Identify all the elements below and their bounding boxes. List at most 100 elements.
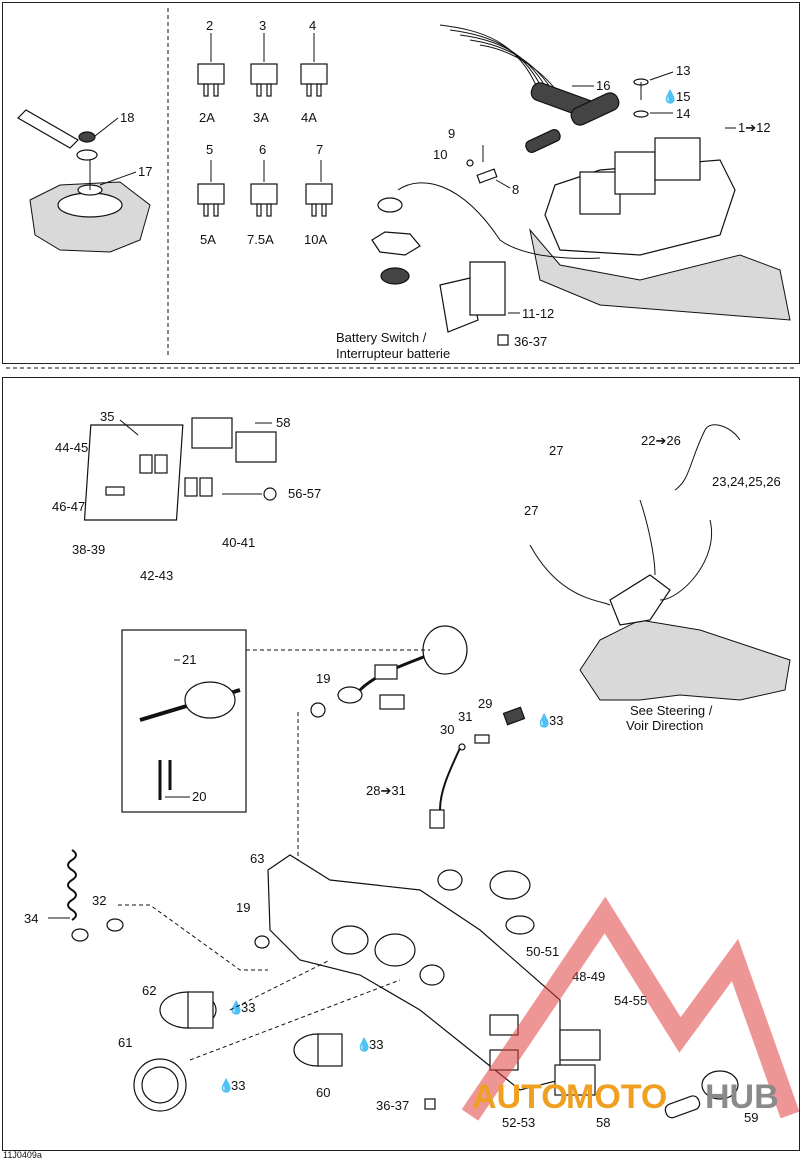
label-part-52-53: 52-53	[502, 1115, 535, 1130]
ignition-switch	[139, 659, 241, 800]
steering-assembly	[529, 424, 791, 701]
label-part-33b: 33	[241, 1000, 255, 1015]
fuse-rating: 4A	[301, 110, 317, 125]
connector-icon	[424, 1098, 436, 1110]
label-part-10: 10	[433, 147, 447, 162]
label-part-61: 61	[118, 1035, 132, 1050]
svg-text:MOTO: MOTO	[566, 1078, 667, 1116]
fuse-box	[529, 127, 791, 321]
document-code: 11J0409a	[3, 1150, 42, 1160]
label-part-44-45: 44-45	[55, 440, 88, 455]
guide-line	[189, 979, 401, 1061]
fuse-number: 5	[206, 142, 213, 157]
label-part-42-43: 42-43	[140, 568, 173, 583]
svg-text:HUB: HUB	[705, 1078, 779, 1116]
label-part-35: 35	[100, 409, 114, 424]
fuse-number: 6	[259, 142, 266, 157]
label-part-58b: 58	[596, 1115, 610, 1130]
label-part-23-26: 23,24,25,26	[712, 474, 781, 489]
wiring-harness	[439, 24, 620, 154]
guide-line	[118, 904, 268, 971]
drop-icon: 💧	[356, 1037, 372, 1052]
label-part-27: 27	[549, 443, 563, 458]
battery-switch	[371, 197, 520, 333]
fuse-number: 7	[316, 142, 323, 157]
label-part-33: 33	[549, 713, 563, 728]
label-part-48-49: 48-49	[572, 969, 605, 984]
label-part-13: 13	[676, 63, 690, 78]
connector-icon	[497, 334, 509, 346]
guide-line	[229, 959, 331, 1011]
drop-icon: 💧	[218, 1078, 234, 1093]
label-part-18: 18	[120, 110, 134, 125]
part-59	[664, 1070, 739, 1119]
drop-icon: 💧	[536, 713, 552, 728]
label-part-28-31: 28➔31	[366, 783, 406, 798]
label-part-22-26: 22➔26	[641, 433, 681, 448]
drop-icon: 💧	[662, 89, 678, 104]
label-part-31: 31	[458, 709, 472, 724]
switch-panel-35	[83, 417, 277, 521]
label-part-62: 62	[142, 983, 156, 998]
battery-switch-label-fr: Interrupteur batterie	[336, 346, 450, 361]
connector-pins	[397, 145, 601, 259]
label-part-17: 17	[138, 164, 152, 179]
label-part-21: 21	[182, 652, 196, 667]
fuse-rating: 5A	[200, 232, 216, 247]
see-steering-en: See Steering /	[630, 703, 713, 718]
label-part-30: 30	[440, 722, 454, 737]
label-part-19: 19	[316, 671, 330, 686]
svg-text:AUTO: AUTO	[472, 1078, 568, 1116]
label-part-36-37: 36-37	[514, 334, 547, 349]
label-part-40-41: 40-41	[222, 535, 255, 550]
switch-58	[559, 1029, 601, 1061]
fuse-rating: 10A	[304, 232, 327, 247]
fuse-row-1	[197, 33, 328, 97]
label-part-19b: 19	[236, 900, 250, 915]
label-part-58: 58	[276, 415, 290, 430]
label-part-20: 20	[192, 789, 206, 804]
fuse-number: 2	[206, 18, 213, 33]
coiled-wire	[48, 849, 124, 942]
fuse-rating: 3A	[253, 110, 269, 125]
terminal-stud-assembly	[17, 109, 151, 253]
label-part-36-37b: 36-37	[376, 1098, 409, 1113]
label-part-56-57: 56-57	[288, 486, 321, 501]
screw-13	[633, 71, 674, 118]
fuse-icon	[105, 486, 125, 496]
label-part-9: 9	[448, 126, 455, 141]
label-part-29: 29	[478, 696, 492, 711]
label-part-32: 32	[92, 893, 106, 908]
fuse-row-2	[197, 160, 333, 217]
see-steering-fr: Voir Direction	[626, 718, 703, 733]
label-part-16: 16	[596, 78, 610, 93]
label-part-14: 14	[676, 106, 690, 121]
label-part-11-12: 11-12	[522, 306, 554, 321]
label-part-59: 59	[744, 1110, 758, 1125]
drop-icon: 💧	[228, 1000, 244, 1015]
fuse-number: 4	[309, 18, 316, 33]
label-part-33c: 33	[369, 1037, 383, 1052]
connector-28-31	[429, 706, 526, 829]
fuse-number: 3	[259, 18, 266, 33]
label-part-60: 60	[316, 1085, 330, 1100]
label-part-46-47: 46-47	[52, 499, 85, 514]
label-part-27b: 27	[524, 503, 538, 518]
lamp-icon	[263, 487, 277, 501]
key-and-harness	[246, 625, 468, 718]
fuse-rating: 2A	[199, 110, 215, 125]
label-part-34: 34	[24, 911, 38, 926]
label-part-33d: 33	[231, 1078, 245, 1093]
switch-58b	[554, 1064, 596, 1096]
fuse-rating: 7.5A	[247, 232, 274, 247]
label-part-15: 15	[676, 89, 690, 104]
grommet	[254, 935, 270, 949]
watermark-logo: AUTO MOTO HUB	[461, 896, 800, 1121]
label-part-8: 8	[512, 182, 519, 197]
battery-switch-label-en: Battery Switch /	[336, 330, 427, 345]
label-part-1-12: 1➔12	[738, 120, 771, 135]
label-part-63: 63	[250, 851, 264, 866]
label-part-38-39: 38-39	[72, 542, 105, 557]
label-part-54-55: 54-55	[614, 993, 647, 1008]
